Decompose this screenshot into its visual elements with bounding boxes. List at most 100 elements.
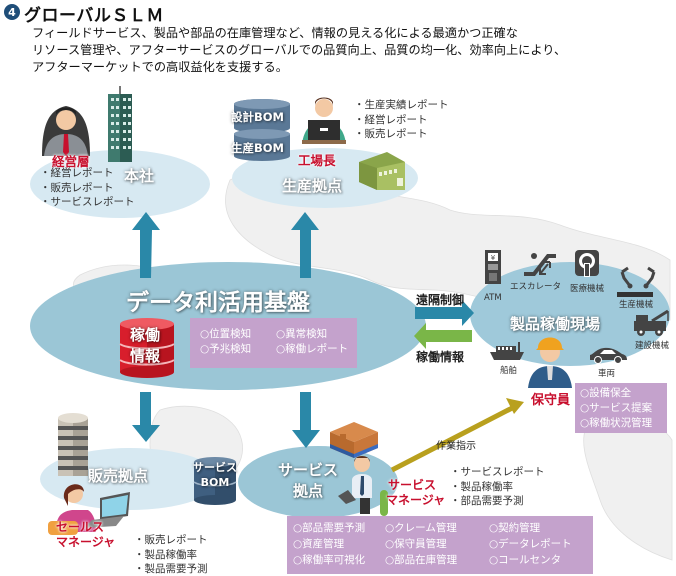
core-platform-title: データ利活用基盤 (126, 290, 310, 316)
maintenance-task-box: 設備保全 サービス提案 稼働状況管理 (575, 383, 667, 433)
service-function-item: コールセンタ (489, 552, 561, 568)
production-report-item: 販売レポート (354, 127, 449, 142)
maintenance-task-item: 稼働状況管理 (580, 416, 667, 431)
factory-manager-person-icon (302, 97, 346, 144)
service-function-item: 部品需要予測 (293, 520, 385, 536)
maintenance-worker-role-label: 保守員 (531, 393, 571, 408)
production-node-label: 生産拠点 (282, 177, 343, 195)
hq-report-item: 経営レポート (40, 166, 135, 181)
arrow-work-instruction (390, 398, 524, 473)
hq-report-item: サービスレポート (40, 195, 135, 210)
atm-icon: ¥ (485, 250, 501, 284)
remote-control-label: 遠隔制御 (416, 293, 465, 307)
arrow-down-to-service (292, 392, 320, 448)
factory-building-icon (359, 152, 405, 190)
maintenance-worker-icon (528, 337, 572, 388)
service-manager-role-line: サービス (388, 478, 437, 492)
hq-building-icon (108, 86, 132, 162)
service-manager-role-label: サービス マネージャ (386, 478, 445, 508)
equipment-label-escalator: エスカレータ (510, 282, 562, 292)
parts-warehouse-icon (330, 422, 378, 458)
core-function-box: 位置検知異常検知 予兆検知稼働レポート (190, 318, 357, 368)
service-function-item: 保守員管理 (385, 536, 489, 552)
arrow-up-to-production (291, 212, 319, 278)
design-bom-label: 設計BOM (231, 110, 284, 124)
executive-person-icon (42, 106, 90, 156)
production-report-item: 経営レポート (354, 113, 449, 128)
equipment-label-medical: 医療機械 (570, 284, 605, 294)
service-function-item: クレーム管理 (385, 520, 489, 536)
service-node-label-line: サービス (278, 461, 339, 479)
sales-manager-person-icon (56, 484, 130, 532)
core-function-item: 異常検知 (276, 327, 327, 342)
sales-report-item: 製品需要予測 (134, 562, 208, 576)
equipment-label-production-machine: 生産機械 (619, 300, 654, 310)
ship-icon (490, 342, 524, 360)
service-node-label-line: 拠点 (293, 482, 324, 500)
hq-node-label: 本社 (124, 167, 155, 185)
sales-manager-role-line: マネージャ (56, 535, 116, 549)
service-function-item: データレポート (489, 536, 572, 552)
core-function-item: 予兆検知 (200, 342, 262, 357)
service-function-item: 契約管理 (489, 520, 540, 536)
service-function-box: 部品需要予測 クレーム管理 契約管理 資産管理 保守員管理 データレポート 稼働… (287, 516, 593, 574)
operation-info-db-label-line: 稼働 (130, 326, 161, 344)
service-report-item: サービスレポート (450, 465, 545, 480)
medical-equipment-icon (575, 250, 599, 277)
production-report-item: 生産実績レポート (354, 98, 449, 113)
production-report-list: 生産実績レポート 経営レポート 販売レポート (354, 98, 449, 142)
service-node-label: サービス 拠点 (278, 460, 338, 502)
svg-text:¥: ¥ (491, 254, 496, 262)
service-report-list: サービスレポート 製品稼働率 部品需要予測 (450, 465, 545, 509)
arrow-down-to-sales (132, 392, 160, 442)
work-instruction-label: 作業指示 (436, 441, 476, 452)
page-title: グローバルＳＬＭ (24, 6, 164, 26)
service-function-row: 資産管理 保守員管理 データレポート (293, 536, 593, 552)
equipment-label-vehicle: 車両 (598, 369, 616, 379)
service-manager-person-icon (338, 456, 372, 514)
service-bom-database-icon (193, 457, 237, 505)
service-bom-label-line: BOM (200, 476, 230, 489)
core-function-item: 稼働レポート (276, 342, 348, 357)
section-number-badge: 4 (4, 4, 20, 20)
hq-report-list: 経営レポート 販売レポート サービスレポート (40, 166, 135, 210)
description-line: アフターマーケットでの高収益化を支援する。 (32, 60, 288, 74)
maintenance-task-item: サービス提案 (580, 401, 667, 416)
production-bom-database-icon (234, 99, 290, 161)
tow-truck-icon (634, 309, 669, 336)
service-function-row: 稼働率可視化 部品在庫管理 コールセンタ (293, 552, 593, 568)
field-node-label: 製品稼働現場 (510, 315, 601, 333)
service-function-item: 部品在庫管理 (385, 552, 489, 568)
production-bom-label: 生産BOM (231, 141, 284, 155)
service-report-item: 部品需要予測 (450, 494, 545, 509)
production-machine-base-icon (617, 292, 653, 297)
equipment-label-atm: ATM (484, 293, 502, 303)
operation-info-db-label-line: 情報 (130, 347, 161, 365)
operation-info-database-icon (119, 318, 175, 378)
service-report-item: 製品稼働率 (450, 480, 545, 495)
service-function-row: 部品需要予測 クレーム管理 契約管理 (293, 520, 593, 536)
description-line: リソース管理や、アフターサービスのグローバルでの品質向上、品質の均一化、効率向上… (32, 43, 567, 57)
robot-arm-icon (620, 266, 656, 289)
sales-report-item: 製品稼働率 (134, 548, 208, 563)
sales-office-building-icon (58, 413, 88, 476)
sales-node-label: 販売拠点 (88, 467, 149, 485)
sales-report-item: 販売レポート (134, 533, 208, 548)
service-function-item: 資産管理 (293, 536, 385, 552)
chair-icon (380, 490, 388, 516)
equipment-label-ship: 船舶 (500, 366, 518, 376)
service-bom-label: サービス BOM (190, 460, 240, 490)
escalator-icon (524, 253, 556, 276)
sales-manager-role-line: セールス (56, 520, 105, 534)
service-manager-role-line: マネージャ (386, 493, 446, 507)
operation-info-db-label: 稼働 情報 (130, 325, 160, 367)
core-function-item: 位置検知 (200, 327, 262, 342)
sales-report-list: 販売レポート 製品稼働率 製品需要予測 (134, 533, 208, 576)
maintenance-task-item: 設備保全 (580, 386, 667, 401)
arrow-operation-info (414, 323, 472, 349)
service-bom-label-line: サービス (193, 461, 237, 474)
hq-report-item: 販売レポート (40, 181, 135, 196)
car-icon (590, 347, 627, 364)
arrow-remote-control (415, 300, 474, 326)
equipment-label-construction: 建設機械 (635, 341, 670, 351)
